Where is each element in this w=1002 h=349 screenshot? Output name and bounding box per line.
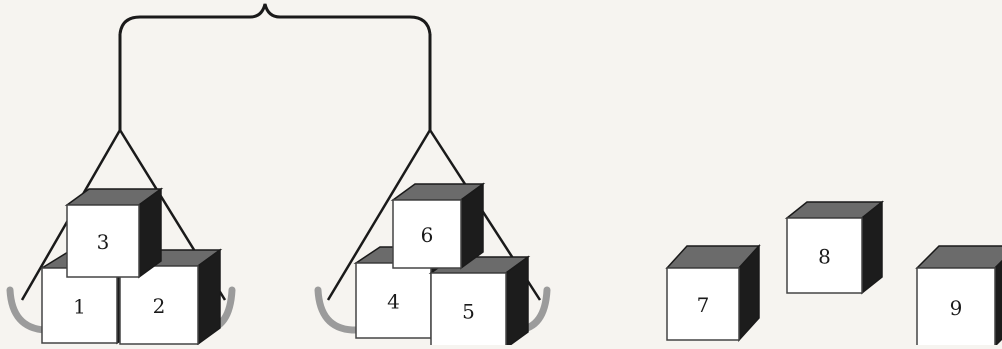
cubes-layer: 1 2 3 4 5 6 7 8 9 [42, 184, 1002, 345]
cube-9: 9 [917, 246, 1002, 345]
cube-number-label: 1 [73, 295, 86, 319]
cube-number-label: 3 [97, 230, 110, 254]
cube-number-label: 4 [387, 290, 400, 314]
cube-7: 7 [667, 246, 759, 340]
cube-number-label: 8 [818, 245, 831, 269]
cube-number-label: 9 [950, 296, 963, 320]
cube-top-face [917, 246, 1002, 268]
cube-8: 8 [787, 202, 882, 293]
cube-number-label: 7 [697, 293, 710, 317]
cube-side-face [139, 189, 161, 277]
cube-side-face [198, 250, 220, 344]
cube-5: 5 [431, 257, 528, 345]
beam-curly-brace [120, 4, 430, 34]
cube-side-face [506, 257, 528, 345]
cube-number-label: 2 [153, 294, 166, 318]
cube-6: 6 [393, 184, 483, 268]
cube-side-face [862, 202, 882, 293]
cube-3: 3 [67, 189, 161, 277]
balance-beam [120, 4, 430, 130]
cube-number-label: 6 [421, 223, 434, 247]
cube-number-label: 5 [462, 300, 475, 324]
